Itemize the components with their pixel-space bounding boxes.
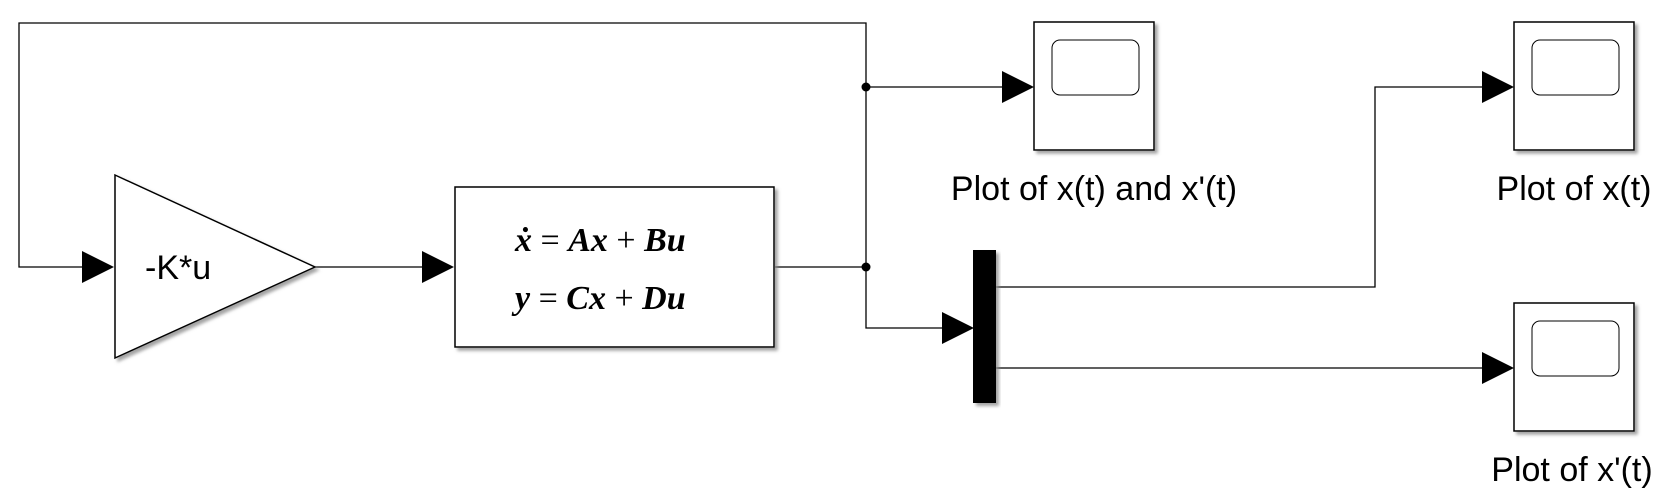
arrowhead-statespace-input: [422, 251, 454, 283]
feedback-line[interactable]: [18, 22, 867, 268]
scope-2-label: Plot of x(t): [1497, 170, 1652, 208]
output-equation: y = Cx + Du: [511, 280, 686, 317]
scope-3-label: Plot of x'(t): [1491, 451, 1652, 489]
scope-1-screen: [1051, 39, 1140, 96]
state-space-block[interactable]: ẋ = Ax + Bu y = Cx + Du: [454, 186, 775, 348]
state-equation: ẋ = Ax + Bu: [514, 222, 686, 259]
gain-block[interactable]: -K*u: [114, 173, 317, 360]
branch-point-top: [861, 82, 871, 92]
arrowhead-scope-3-input: [1482, 352, 1514, 384]
branch-point-bottom: [861, 262, 871, 272]
arrowhead-demux-input: [942, 312, 974, 344]
gain-label: -K*u: [145, 249, 211, 287]
arrowhead-scope-2-input: [1482, 71, 1514, 103]
scope-2-block[interactable]: [1513, 21, 1635, 151]
scope-2-screen: [1531, 39, 1620, 96]
scope-1-label: Plot of x(t) and x'(t): [951, 170, 1237, 208]
demux-to-scope-2-line[interactable]: [996, 86, 1484, 288]
arrowhead-gain-input: [82, 251, 114, 283]
scope-3-screen: [1531, 320, 1620, 377]
scope-1-block[interactable]: [1033, 21, 1155, 151]
arrowhead-scope-1-input: [1002, 71, 1034, 103]
scope-3-block[interactable]: [1513, 302, 1635, 432]
demux-block[interactable]: [973, 250, 996, 403]
branch-to-demux-line[interactable]: [865, 267, 944, 329]
